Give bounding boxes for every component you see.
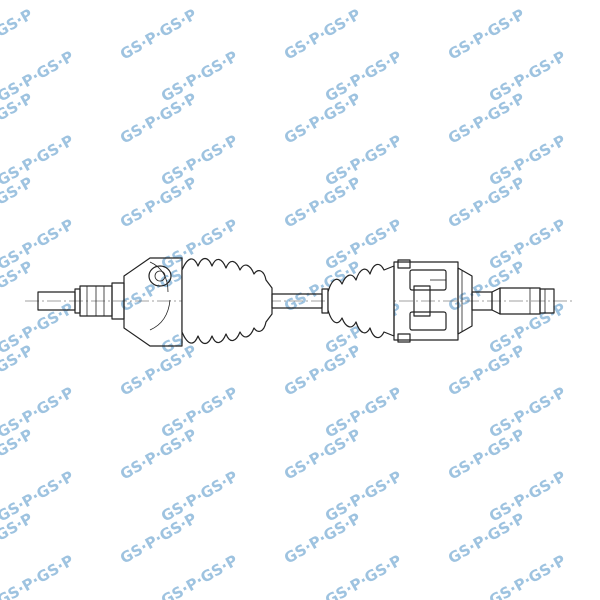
watermark-text: GS·P·GS·P [445,341,528,399]
watermark-text: GS·P·GS·P [281,173,364,231]
outer-boot [181,257,273,345]
watermark-text: GS·P·GS·P [0,5,36,63]
watermark-text: GS·P·GS·P [486,551,569,600]
watermark-text: GS·P·GS·P [322,383,405,441]
watermark-text: GS·P·GS·P [322,215,405,273]
watermark-text: GS·P·GS·P [281,5,364,63]
watermark-text: GS·P·GS·P [486,467,569,525]
watermark-text: GS·P·GS·P [281,509,364,567]
watermark-text: GS·P·GS·P [117,5,200,63]
watermark-text: GS·P·GS·P [158,383,241,441]
watermark-text: GS·P·GS·P [486,383,569,441]
watermark-text: GS·P·GS·P [486,47,569,105]
watermark-text: GS·P·GS·P [0,131,77,189]
outer-stub-shaft [37,282,125,320]
watermark-text: GS·P·GS·P [158,47,241,105]
inner-tripod-joint [393,259,473,343]
watermark-text: GS·P·GS·P [445,173,528,231]
outer-cv-joint [123,257,183,347]
watermark-text: GS·P·GS·P [322,467,405,525]
watermark-text: GS·P·GS·P [0,215,77,273]
watermark-text: GS·P·GS·P [322,131,405,189]
watermark-text: GS·P·GS·P [281,425,364,483]
watermark-text: GS·P·GS·P [0,383,77,441]
watermark-text: GS·P·GS·P [158,467,241,525]
watermark-text: GS·P·GS·P [117,173,200,231]
watermark-text: GS·P·GS·P [486,215,569,273]
watermark-text: GS·P·GS·P [486,299,569,357]
watermark-text: GS·P·GS·P [322,47,405,105]
watermark-text: GS·P·GS·P [117,341,200,399]
watermark-text: GS·P·GS·P [158,131,241,189]
inner-stub-shaft [471,287,555,315]
watermark-text: GS·P·GS·P [445,89,528,147]
watermark-text: GS·P·GS·P [445,425,528,483]
watermark-text: GS·P·GS·P [117,89,200,147]
drive-shaft [25,257,572,347]
watermark-text: GS·P·GS·P [281,341,364,399]
watermark-text: GS·P·GS·P [0,467,77,525]
watermark-text: GS·P·GS·P [486,131,569,189]
watermark-text: GS·P·GS·P [0,551,77,600]
watermark-text: GS·P·GS·P [445,5,528,63]
watermark-text: GS·P·GS·P [281,89,364,147]
watermark-text: GS·P·GS·P [117,425,200,483]
watermark-text: GS·P·GS·P [445,509,528,567]
watermark-text: GS·P·GS·P [158,551,241,600]
watermark-text: GS·P·GS·P [322,551,405,600]
watermark-text: GS·P·GS·P [117,509,200,567]
watermark-text: GS·P·GS·P [0,47,77,105]
